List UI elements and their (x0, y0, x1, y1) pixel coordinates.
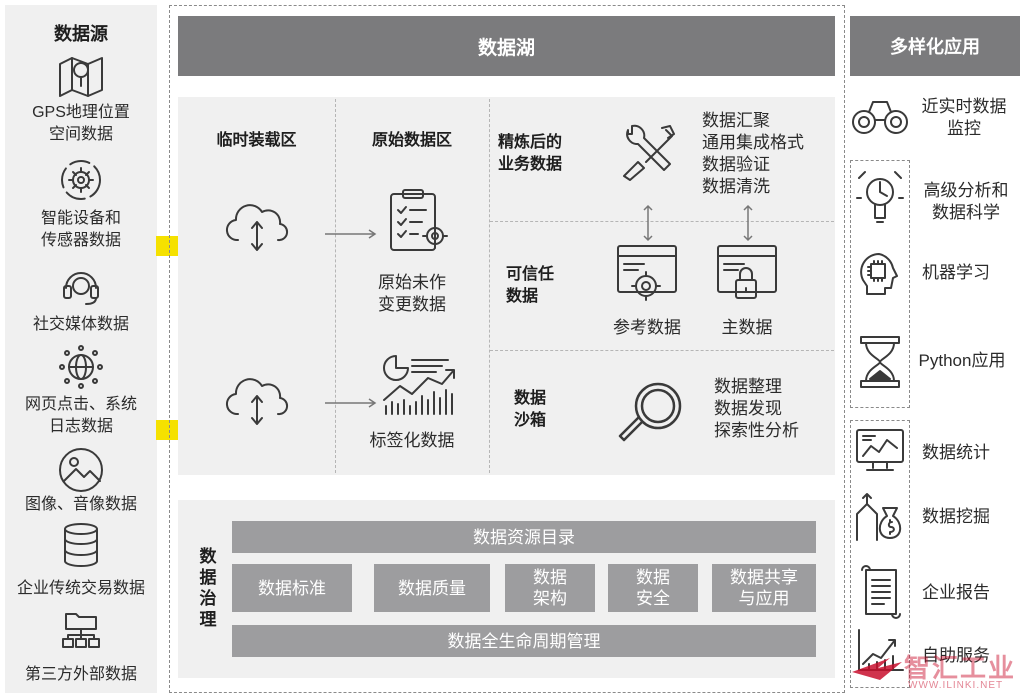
app-label-analytics: 高级分析和 数据科学 (923, 181, 1009, 222)
raw-item-label: 原始未作 变更数据 (378, 273, 446, 314)
lake-zones-panel (178, 97, 835, 475)
reference-data-label: 参考数据 (613, 318, 681, 337)
security-box: 数据 安全 (608, 564, 698, 612)
brain-chip-icon (857, 250, 903, 303)
app-label-ml: 机器学习 (922, 263, 990, 282)
architecture-box: 数据 架构 (505, 564, 595, 612)
zone-divider-h1 (490, 221, 834, 222)
tools-icon (618, 124, 676, 187)
apps-group-1 (850, 160, 910, 408)
double-arrow (743, 204, 753, 247)
cloud-upload-icon (224, 198, 290, 261)
headset-icon (60, 264, 102, 311)
sources-title: 数据源 (54, 24, 108, 44)
refined-lines: 数据汇聚 通用集成格式 数据验证 数据清洗 (702, 111, 804, 196)
database-icon (62, 522, 100, 575)
app-label-self-service: 自助服务 (922, 646, 990, 665)
zone-divider-1 (335, 99, 336, 473)
catalog-box: 数据资源目录 (232, 521, 816, 553)
source-label-enterprise: 企业传统交易数据 (16, 580, 145, 597)
governance-title: 数 据 治 理 (199, 547, 217, 629)
zone-divider-2 (489, 99, 490, 473)
lifecycle-box: 数据全生命周期管理 (232, 625, 816, 657)
refined-title: 精炼后的 业务数据 (498, 134, 563, 173)
hourglass-icon (857, 335, 903, 394)
app-label-monitoring: 近实时数据 监控 (921, 97, 1007, 138)
double-arrow (643, 204, 653, 247)
folder-tree-icon (60, 610, 102, 655)
gear-cycle-icon (59, 158, 103, 207)
tagged-item-label: 标签化数据 (369, 431, 455, 450)
window-lock-icon (716, 244, 778, 311)
app-label-report: 企业报告 (922, 583, 990, 602)
source-label-web: 网页点击、系统 日志数据 (24, 396, 137, 435)
standard-box: 数据标准 (232, 564, 352, 612)
sharing-box: 数据共享 与应用 (712, 564, 816, 612)
money-bag-icon (853, 490, 905, 547)
watermark-logo: 智汇工业 WWW.ILINKI.NET (850, 646, 1020, 696)
apps-header: 多样化应用 (850, 16, 1020, 76)
binoculars-icon (851, 98, 909, 143)
quality-box: 数据质量 (374, 564, 490, 612)
source-label-sensor: 智能设备和 传感器数据 (40, 210, 121, 249)
flow-arrow (325, 226, 379, 244)
image-icon (58, 447, 104, 498)
source-label-image: 图像、音像数据 (24, 496, 137, 513)
source-label-gps: GPS地理位置 空间数据 (32, 104, 130, 143)
monitor-chart-icon (855, 428, 905, 479)
window-gear-icon (616, 244, 678, 311)
app-label-statistics: 数据统计 (922, 443, 990, 462)
cloud-upload-icon (224, 372, 290, 435)
magnifier-icon (616, 378, 686, 453)
lake-container (169, 5, 845, 693)
apps-group-2 (850, 420, 910, 688)
app-label-python: Python应用 (918, 351, 1006, 370)
raw-zone-title: 原始数据区 (371, 132, 452, 149)
source-label-social: 社交媒体数据 (32, 316, 129, 333)
watermark-url: WWW.ILINKI.NET (908, 680, 1004, 691)
watermark-name: 智汇工业 (904, 653, 1017, 683)
flow-arrow (325, 395, 379, 413)
pie-growth-chart-icon (380, 352, 458, 423)
temp-zone-title: 临时装载区 (216, 132, 297, 149)
map-pin-icon (58, 52, 104, 101)
lake-header: 数据湖 (178, 16, 835, 76)
report-scroll-icon (858, 564, 902, 623)
source-label-third-party: 第三方外部数据 (24, 666, 137, 683)
checklist-gear-icon (385, 188, 455, 261)
master-data-label: 主数据 (721, 318, 773, 337)
analytics-icon (855, 168, 905, 233)
zone-divider-h2 (490, 350, 834, 351)
app-label-mining: 数据挖掘 (922, 507, 990, 526)
globe-network-icon (59, 345, 103, 394)
sandbox-title: 数据 沙箱 (514, 390, 547, 429)
sandbox-lines: 数据整理 数据发现 探索性分析 (714, 377, 799, 440)
trusted-title: 可信任 数据 (506, 266, 555, 305)
